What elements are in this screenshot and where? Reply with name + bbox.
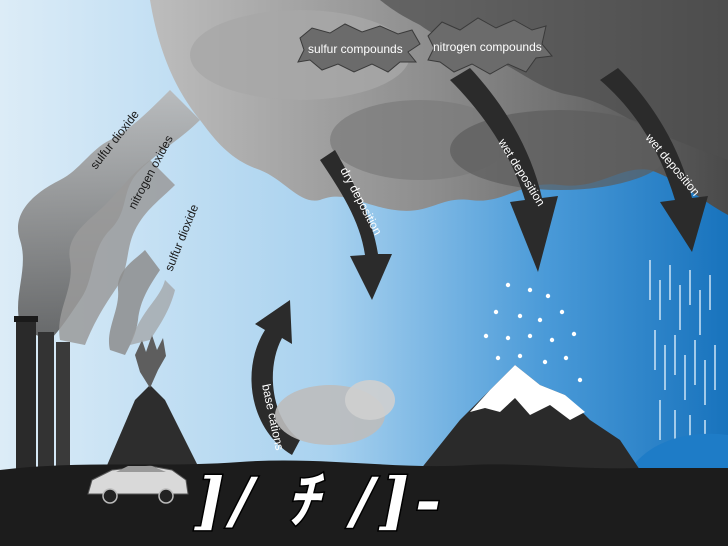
nitrogen-compounds-label: nitrogen compounds <box>433 40 542 54</box>
sulfur-compounds-label: sulfur compounds <box>308 42 403 56</box>
car-icon <box>87 465 189 504</box>
mountain-icon <box>420 365 640 470</box>
factory-icon <box>14 316 70 470</box>
smoke-plumes <box>18 90 200 355</box>
overlay-glyphs: ]/ ﾁ ∕]‐ <box>194 464 447 537</box>
snow-icon <box>483 282 583 383</box>
volcano-icon <box>105 280 200 470</box>
dust-cloud <box>275 380 395 445</box>
nitrogen-compounds-badge: nitrogen compounds <box>427 17 553 75</box>
sulfur-compounds-badge: sulfur compounds <box>297 23 421 73</box>
